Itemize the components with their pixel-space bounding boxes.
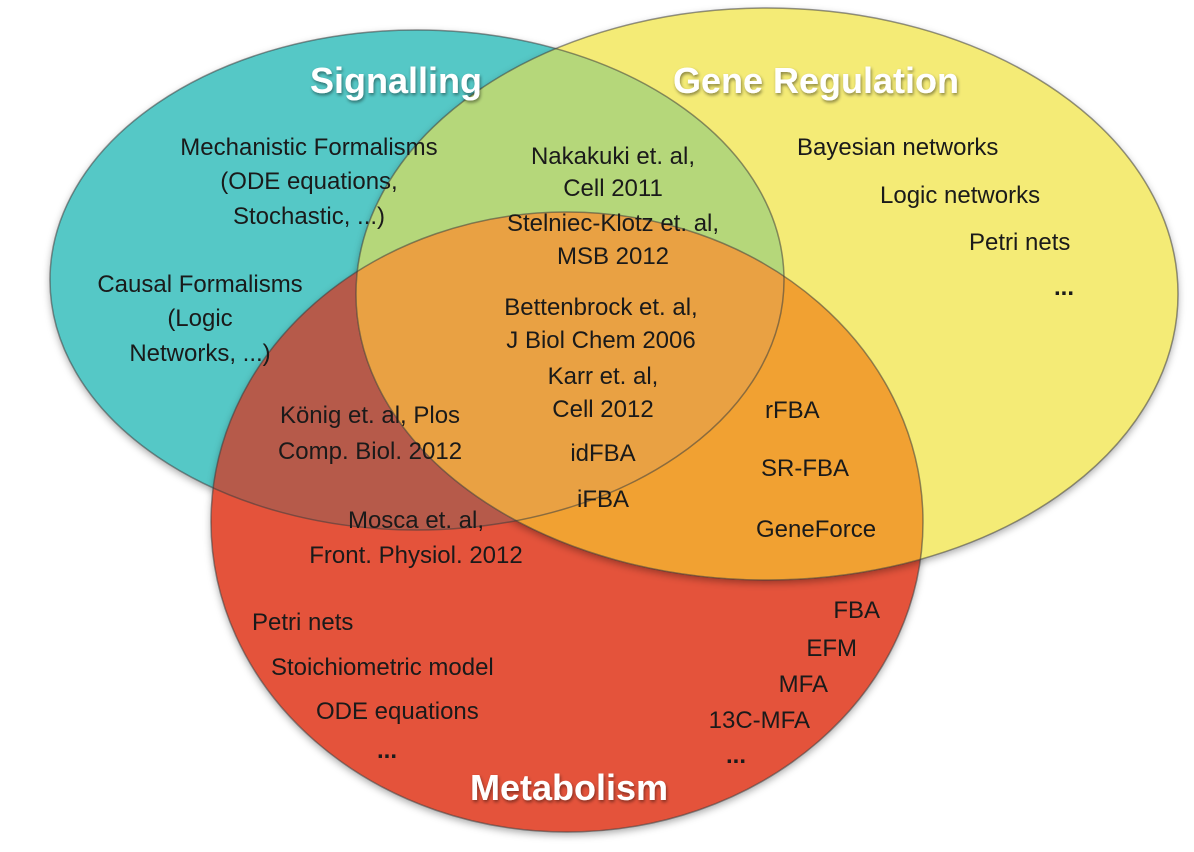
- petri-nets-metabolism-label: Petri nets: [252, 609, 353, 636]
- logic-networks-label: Logic networks: [880, 182, 1040, 209]
- signalling-outline: [49, 29, 785, 531]
- stelniec-klotz-ref-line-2: MSB 2012: [557, 243, 669, 270]
- metabolism-left-more-label: ...: [377, 737, 397, 764]
- bayesian-networks-label: Bayesian networks: [797, 134, 998, 161]
- geneforce-label: GeneForce: [756, 516, 876, 543]
- bettenbrock-ref-line-1: Bettenbrock et. al,: [504, 294, 697, 321]
- signalling-title: Signalling: [310, 60, 482, 101]
- bettenbrock-ref-line-2: J Biol Chem 2006: [506, 327, 695, 354]
- causal-formalisms-line-1: Causal Formalisms: [97, 271, 302, 298]
- metabolism-outline: [210, 211, 924, 833]
- sr-fba-label: SR-FBA: [761, 455, 849, 482]
- karr-ref-line-1: Karr et. al,: [548, 363, 659, 390]
- nakakuki-ref-line-1: Nakakuki et. al,: [531, 143, 695, 170]
- nakakuki-ref-line-2: Cell 2011: [563, 175, 663, 202]
- stoichiometric-model-label: Stoichiometric model: [271, 654, 494, 681]
- mosca-ref-line-1: Mosca et. al,: [348, 507, 484, 534]
- rfba-label: rFBA: [765, 397, 820, 424]
- ifba-label: iFBA: [577, 486, 629, 513]
- konig-ref-line-2: Comp. Biol. 2012: [278, 438, 462, 465]
- konig-ref-line-1: König et. al, Plos: [280, 402, 460, 429]
- metabolism-right-more-label: ...: [726, 742, 746, 769]
- ode-equations-label: ODE equations: [316, 698, 479, 725]
- mechanistic-formalisms-line-3: Stochastic, ...): [233, 203, 385, 230]
- 13c-mfa-label: 13C-MFA: [709, 707, 810, 734]
- mechanistic-formalisms-line-1: Mechanistic Formalisms: [180, 134, 437, 161]
- idfba-label: idFBA: [570, 440, 635, 467]
- mfa-label: MFA: [779, 671, 828, 698]
- gene-regulation-outline: [355, 7, 1179, 581]
- gene-regulation-more-label: ...: [1054, 274, 1074, 301]
- fba-label: FBA: [833, 597, 880, 624]
- efm-label: EFM: [806, 635, 857, 662]
- stelniec-klotz-ref-line-1: Stelniec-Klotz et. al,: [507, 210, 719, 237]
- mosca-ref-line-2: Front. Physiol. 2012: [309, 542, 522, 569]
- causal-formalisms-line-3: Networks, ...): [129, 340, 270, 367]
- petri-nets-gene-label: Petri nets: [969, 229, 1070, 256]
- karr-ref-line-2: Cell 2012: [552, 396, 653, 423]
- mechanistic-formalisms-line-2: (ODE equations,: [220, 168, 397, 195]
- gene-regulation-title: Gene Regulation: [673, 60, 959, 101]
- causal-formalisms-line-2: (Logic: [167, 305, 232, 332]
- metabolism-title: Metabolism: [470, 767, 668, 808]
